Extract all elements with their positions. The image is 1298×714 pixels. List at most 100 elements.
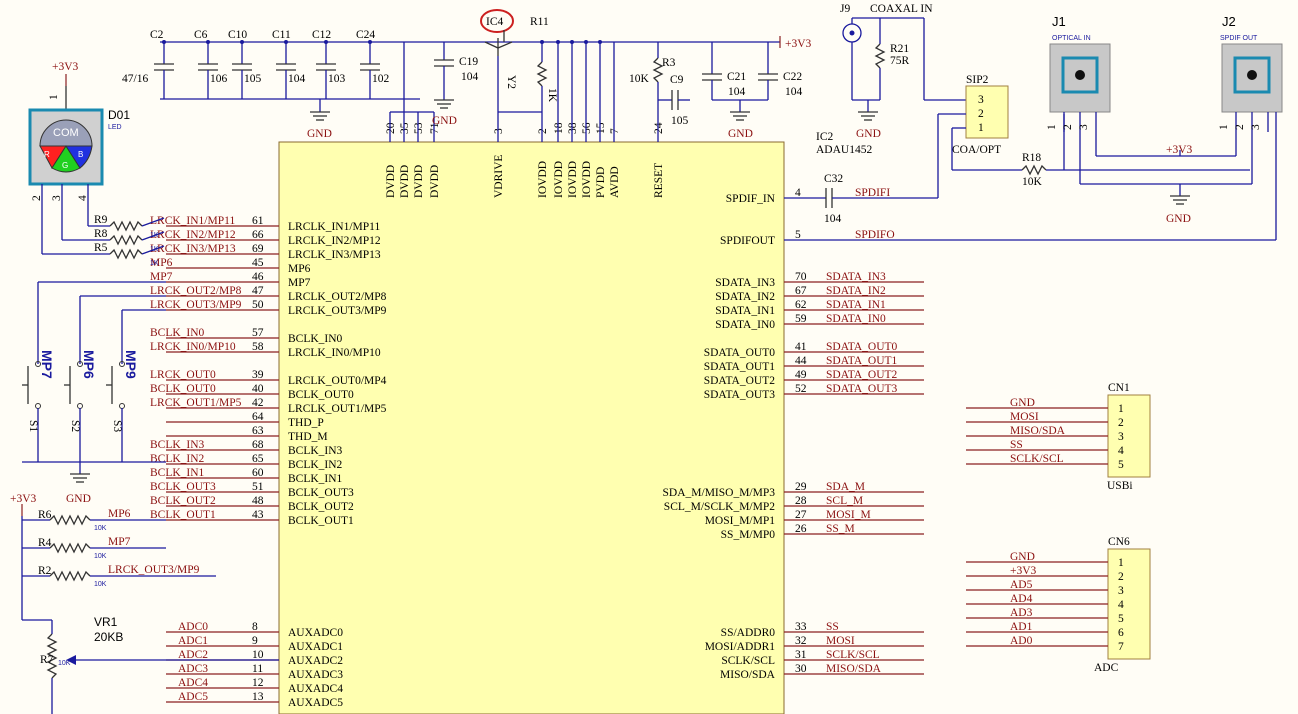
ic-top-pin-name: AVDD (609, 166, 621, 198)
ic-right-pin-name: MISO/SDA (720, 669, 776, 681)
ic-left-pin-num: 39 (252, 369, 264, 381)
ic-top-pin-name: IOVDD (567, 161, 579, 198)
ic-right-pin-net: SDATA_IN0 (826, 313, 886, 325)
ic-right-pin-name: SCLK/SCL (721, 655, 775, 667)
ic-right-pin-net: SPDIFO (855, 229, 895, 241)
ic-left-pin-name: BCLK_IN2 (288, 459, 343, 471)
ic-right-pin-name: SDA_M/MISO_M/MP3 (663, 487, 776, 499)
reset-network: R3 10K C9 105 (629, 42, 690, 142)
j1-ref: J1 (1052, 14, 1066, 29)
ic-left-pin-net: LRCK_IN2/MP12 (150, 229, 236, 241)
ic-top-pin-name: DVDD (429, 165, 441, 198)
optical-in-j1[interactable]: J1 OPTICAL IN 1 2 3 (1046, 14, 1180, 185)
cap-ref: C10 (228, 29, 247, 41)
ic-left-pin-net: ADC4 (178, 677, 208, 689)
r11-val: 1K (546, 88, 558, 103)
led-pin4: 4 (77, 195, 89, 201)
pullups-and-pot: +3V3 R6 R4 R2 10K 10K 10K MP6 MP7 LRCK_O… (10, 493, 279, 714)
ic-right-pin-name: SPDIF_IN (726, 193, 776, 205)
ic-right-pin-num: 62 (795, 299, 807, 311)
ic-left-pin-num: 43 (252, 509, 264, 521)
connector-pin-net: GND (1010, 397, 1035, 409)
ic-left-pin-net: BCLK_IN1 (150, 467, 205, 479)
ic-top-pin-name: PVDD (595, 167, 607, 198)
ic-right-pin-name: SDATA_OUT0 (704, 347, 776, 359)
connector-pin-num: 3 (1118, 585, 1124, 597)
cap-ref: C2 (150, 29, 164, 41)
j9-name: COAXAL IN (870, 3, 933, 15)
switch-net-label: MP6 (81, 350, 97, 379)
r2-val: 10K (94, 581, 107, 588)
led-pin2: 2 (31, 195, 43, 201)
ic-right-pin-name: SDATA_IN3 (715, 277, 775, 289)
ic-right-pin-name: SS/ADDR0 (721, 627, 776, 639)
spdif-out-j2[interactable]: J2 SPDIF OUT 1 2 3 +3V3 GND (1166, 14, 1283, 240)
ic-top-pins: 20DVDD35DVDD53DVDD71DVDD3VDRIVE2IOVDD18I… (385, 122, 665, 198)
v3-label-top: +3V3 (785, 38, 812, 50)
v3-label-bl: +3V3 (10, 493, 37, 505)
rgb-led-d01[interactable]: +3V3 COM R G B D01 LED 1 2 3 4 R9 R8 R5 … (28, 61, 165, 267)
ic-top-pin-num: 35 (399, 122, 411, 134)
led-pin3: 3 (51, 195, 63, 201)
spdif-wiring: C32 104 (784, 173, 1276, 241)
selector-sip2[interactable]: SIP2 3 2 1 COA/OPT R18 10K (937, 74, 1250, 198)
switch-ref[interactable]: S3 (111, 420, 123, 432)
connector-pin-net: AD0 (1010, 635, 1033, 647)
ic-right-pin-name: SS_M/MP0 (721, 529, 776, 541)
ic-right-pin-net: SPDIFI (855, 187, 890, 199)
ic-left-pin-num: 65 (252, 453, 264, 465)
ic-top-pin-name: IOVDD (537, 161, 549, 198)
connector-pin-net: MOSI (1010, 411, 1039, 423)
gnd-label-6: GND (66, 493, 91, 505)
ic-left-pin-num: 57 (252, 327, 264, 339)
ic-top-pin-num: 7 (609, 128, 621, 134)
connector-pin-net: SCLK/SCL (1010, 453, 1064, 465)
transistor-ic4[interactable]: IC4 Y2 R11 (480, 9, 549, 142)
resistor-r11[interactable]: 1K (536, 42, 558, 142)
v3-label-j: +3V3 (1166, 144, 1193, 156)
ic-left-pin-net: BCLK_IN0 (150, 327, 205, 339)
coax-input-j9[interactable]: J9 COAXAL IN GND R21 75R (840, 3, 966, 140)
connector-pin-num: 1 (1118, 403, 1124, 415)
connector-pin-net: AD4 (1010, 593, 1033, 605)
j1-name: OPTICAL IN (1052, 35, 1091, 42)
led-b: B (78, 150, 83, 159)
switch-ref[interactable]: S2 (69, 420, 81, 432)
ic-left-pin-net: LRCK_IN0/MP10 (150, 341, 236, 353)
ic-right-pin-num: 70 (795, 271, 807, 283)
j1-pin1: 1 (1046, 124, 1058, 130)
ic-right-pin-num: 30 (795, 663, 807, 675)
r3-ref: R3 (662, 57, 676, 69)
c19-ref: C19 (459, 56, 478, 68)
led-ref: D01 (108, 108, 130, 122)
connector-pin-num: 4 (1118, 445, 1124, 457)
r5-ref: R5 (94, 242, 108, 254)
ic-left-pin-num: 45 (252, 257, 264, 269)
cap-ref: C11 (272, 29, 291, 41)
net-lrck-out3-bl: LRCK_OUT3/MP9 (108, 564, 200, 576)
ic-left-pin-name: AUXADC3 (288, 669, 343, 681)
connector-pin-net: MISO/SDA (1010, 425, 1066, 437)
ic-left-pin-net: ADC2 (178, 649, 208, 661)
r7-ref: R7 (40, 654, 54, 666)
led-pin1: 1 (48, 94, 60, 100)
ic-right-pin-name: MOSI/ADDR1 (705, 641, 776, 653)
r4-ref: R4 (38, 537, 52, 549)
connector-pin-net: SS (1010, 439, 1023, 451)
sip2-name: COA/OPT (952, 144, 1001, 156)
ic-left-pin-net: LRCK_IN1/MP11 (150, 215, 235, 227)
ic-left-pin-name: LRCLK_IN3/MP13 (288, 249, 381, 261)
ic-right-pin-net: SDATA_IN2 (826, 285, 886, 297)
ic-right-pin-num: 26 (795, 523, 807, 535)
switch-ref[interactable]: S1 (27, 420, 39, 432)
switch-net-label: MP9 (123, 350, 139, 379)
connector-pin-num: 1 (1118, 557, 1124, 569)
ic-body[interactable] (278, 141, 785, 714)
ic-right-pin-num: 5 (795, 229, 801, 241)
cap-value: 104 (288, 73, 306, 85)
